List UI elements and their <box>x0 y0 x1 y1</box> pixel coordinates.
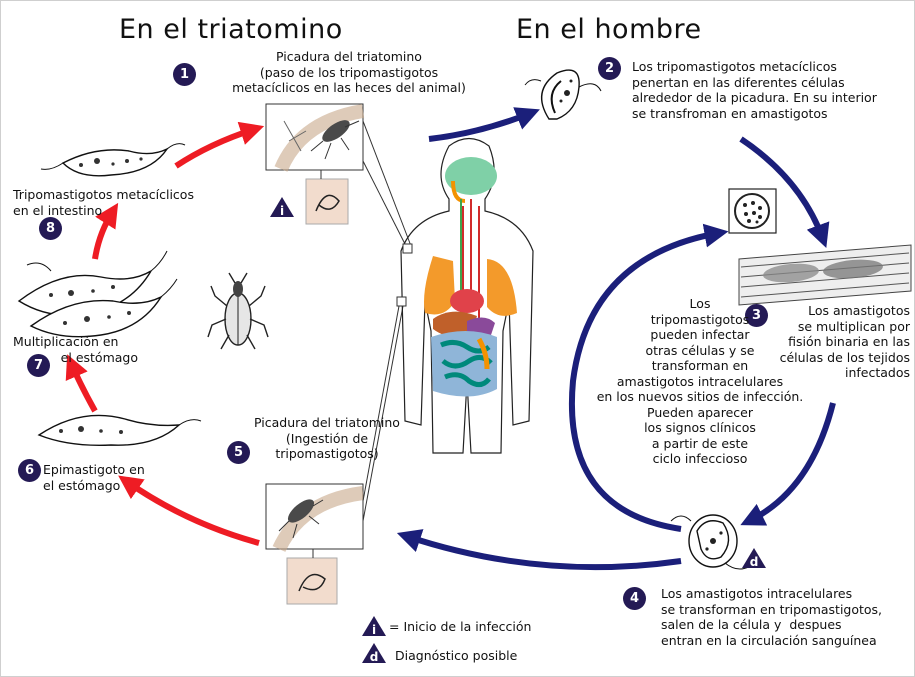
arrow-reinfection-loop <box>569 223 729 532</box>
legend-diagnostic-text: Diagnóstico posible <box>395 648 518 663</box>
infection-start-symbol: i <box>280 204 284 218</box>
arrow-tissue-to-release <box>740 402 836 526</box>
diagnostic-icon: d <box>741 547 767 569</box>
legend-infection-symbol: i <box>372 623 376 637</box>
step-badge-3: 3 <box>745 304 768 327</box>
arrow-epimastigote-to-multiplication <box>65 354 98 413</box>
bite-site-pointers <box>362 120 412 522</box>
step-8-text: Tripomastigotos metacíclicos en el intes… <box>13 187 194 218</box>
legend-infection-text: = Inicio de la infección <box>389 619 532 634</box>
arrow-bite-to-cells <box>428 107 540 142</box>
human-body-icon <box>396 137 534 454</box>
legend-diagnostic-icon: d <box>361 642 387 664</box>
step-6-text: Epimastigoto en el estómago <box>43 462 145 493</box>
step-badge-5: 5 <box>227 441 250 464</box>
feces-inset <box>305 170 349 225</box>
triatomine-bug-icon <box>207 272 269 350</box>
vector-cycle-arrows <box>65 121 265 546</box>
step-badge-4: 4 <box>623 587 646 610</box>
ingestion-inset <box>286 549 338 605</box>
trypomastigote-human-icon <box>524 69 602 120</box>
infected-tissue-icon <box>738 244 912 306</box>
metacyclic-trypomastigote-icon <box>40 143 186 177</box>
step-badge-6: 6 <box>18 459 41 482</box>
epimastigote-multiplication-icon <box>17 250 178 338</box>
arrow-metacyclic-to-bite <box>174 121 265 169</box>
step-1-text: Picadura del triatomino (paso de los tri… <box>232 49 466 95</box>
legend-diagnostic-symbol: d <box>370 650 379 664</box>
diagnostic-symbol: d <box>750 555 759 569</box>
step-badge-7: 7 <box>27 354 50 377</box>
arrow-cells-to-tissue <box>739 136 830 249</box>
reinfection-note: Los tripomastigotos pueden infectar otra… <box>596 296 804 466</box>
arrow-release-to-bite <box>396 529 682 571</box>
step-7-text: Multiplicación en el estómago <box>13 334 138 365</box>
step-3-text: Los amastigotos se multiplican por fisió… <box>779 303 910 380</box>
arrow-multiplication-to-metacyclic <box>92 202 119 260</box>
step-badge-8: 8 <box>39 217 62 240</box>
bite-panel-ingestion <box>265 483 365 553</box>
step-badge-1: 1 <box>173 63 196 86</box>
heading-in-human: En el hombre <box>516 14 702 45</box>
infection-start-icon: i <box>269 196 295 218</box>
amastigote-cell-icon <box>728 188 777 234</box>
heading-in-triatomine: En el triatomino <box>119 14 343 45</box>
human-cycle-arrows <box>396 107 836 571</box>
step-2-text: Los tripomastigotos metacíclicos penerta… <box>632 59 877 121</box>
legend-infection-icon: i <box>361 615 387 637</box>
arrow-bite-to-epimastigote <box>118 475 260 546</box>
epimastigote-icon <box>37 414 202 446</box>
step-badge-2: 2 <box>598 57 621 80</box>
trypomastigote-release-icon <box>670 514 758 570</box>
step-5-text: Picadura del triatomino (Ingestión de tr… <box>254 415 400 461</box>
step-4-text: Los amastigotos intracelulares se transf… <box>661 586 883 648</box>
bite-panel-feces <box>265 103 365 172</box>
